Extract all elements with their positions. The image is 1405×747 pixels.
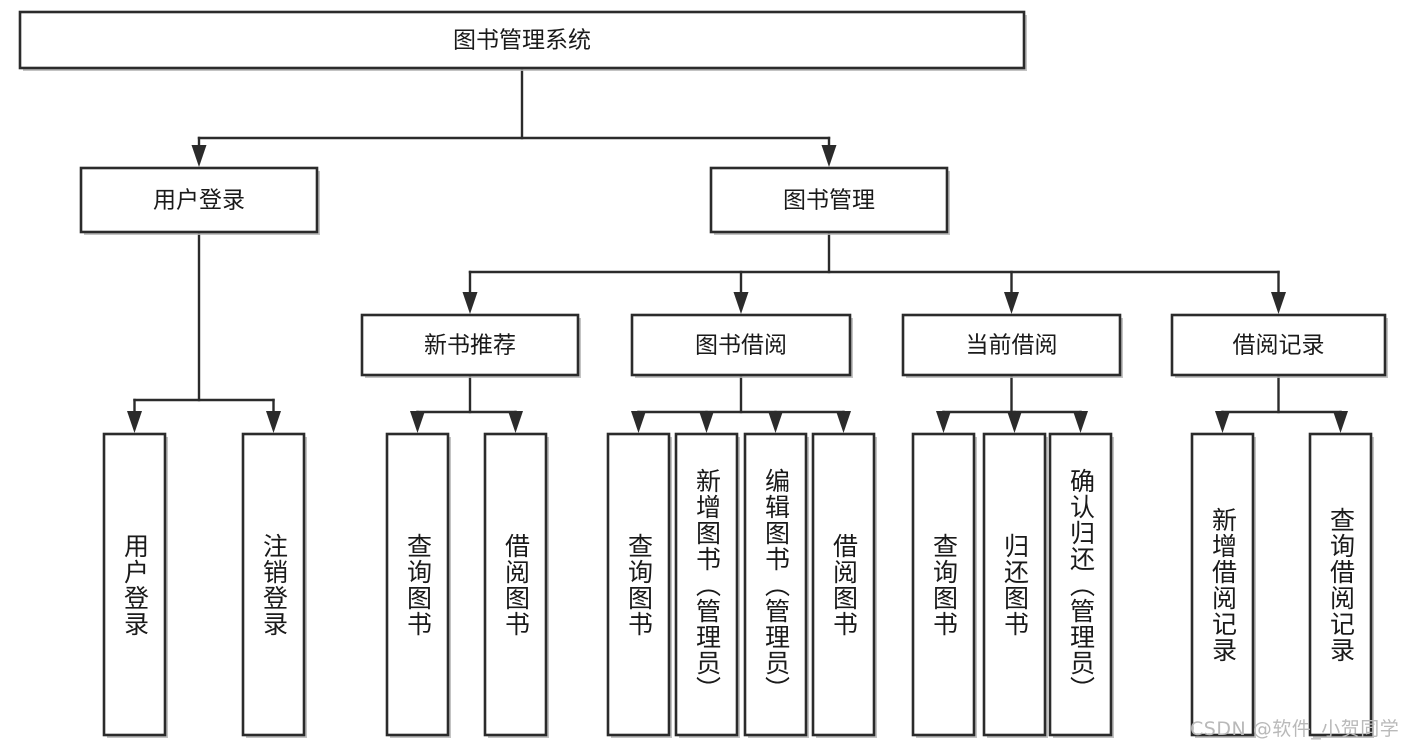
level3-node-box-new-book-rec[interactable] [360,313,580,377]
level2-node-box-user-login[interactable] [79,166,319,234]
arrow-head-icon [508,411,523,433]
arrow-head-icon [1215,411,1230,433]
leaf-node-box-leaf-bor-edit-book[interactable] [743,432,808,737]
leaf-node-box-leaf-rec-query-book[interactable] [385,432,450,737]
leaf-node-box-leaf-bor-query-book[interactable] [606,432,671,737]
arrow-head-icon [266,411,281,433]
arrow-head-icon [1271,292,1286,314]
arrow-head-icon [1333,411,1348,433]
arrow-head-icon [462,292,478,314]
arrow-head-icon [631,411,646,433]
level3-node-label-new-book-rec: 新书推荐 [424,333,516,359]
root-node-label: 图书管理系统 [453,28,591,54]
arrow-head-icon [699,411,714,433]
level2-node-box-book-manage[interactable] [709,166,949,234]
level3-node-box-borrow-record[interactable] [1170,313,1387,377]
level3-node-label-book-borrow: 图书借阅 [695,333,787,359]
root-node-box[interactable] [18,10,1026,70]
leaf-node-box-leaf-rec-borrow-book[interactable] [483,432,548,737]
level2-node-label-user-login: 用户登录 [153,188,245,214]
leaf-node-box-leaf-user-logout[interactable] [241,432,306,737]
leaf-node-box-leaf-rec-add-record[interactable] [1190,432,1255,737]
arrow-head-icon [733,292,749,314]
leaf-node-box-leaf-cur-return-book[interactable] [982,432,1047,737]
arrow-head-icon [836,411,851,433]
level3-node-label-current-borrow: 当前借阅 [966,333,1058,359]
arrow-head-icon [410,411,425,433]
arrow-head-icon [1073,411,1088,433]
arrow-head-icon [821,145,837,167]
arrow-head-icon [768,411,783,433]
arrow-head-icon [1004,292,1019,314]
level2-node-label-book-manage: 图书管理 [783,188,875,214]
leaf-node-box-leaf-cur-confirm-return[interactable] [1048,432,1113,737]
level3-node-box-current-borrow[interactable] [901,313,1122,377]
watermark-text: CSDN @软件_小贺同学 [1190,718,1400,740]
node-boxes [18,10,1388,738]
arrow-head-icon [127,411,142,433]
level3-node-label-borrow-record: 借阅记录 [1233,333,1325,359]
connector-edges [127,66,1348,433]
leaf-node-box-leaf-cur-query-book[interactable] [911,432,976,737]
leaf-node-box-leaf-bor-add-book[interactable] [674,432,739,737]
leaf-node-box-leaf-bor-borrow-book[interactable] [811,432,876,737]
arrow-head-icon [1007,411,1022,433]
level3-node-box-book-borrow[interactable] [630,313,852,377]
arrow-head-icon [936,411,951,433]
arrow-head-icon [191,145,207,167]
leaf-node-box-leaf-rec-query-record[interactable] [1308,432,1373,737]
leaf-node-box-leaf-user-login[interactable] [102,432,167,737]
